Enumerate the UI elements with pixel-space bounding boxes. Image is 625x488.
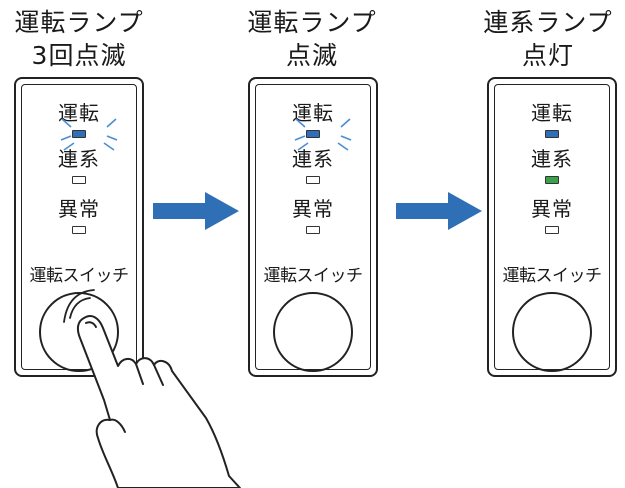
step1-caption-line1: 運転ランプ: [14, 8, 144, 37]
step3-control-panel: 運転 連系 異常 運転スイッチ: [487, 77, 617, 377]
arrow-right-icon: [396, 192, 482, 230]
step2-caption: 運転ランプ 点滅: [232, 6, 392, 72]
step3-lamp-run: [545, 130, 559, 138]
step2-label-grid: 連系: [292, 147, 334, 171]
step2-caption-line1: 運転ランプ: [247, 8, 377, 37]
step1-label-grid: 連系: [58, 147, 100, 171]
step1-lamp-run: [72, 130, 86, 138]
step1-lamp-grid: [72, 176, 86, 184]
step3-label-error: 異常: [531, 197, 573, 221]
step1-panel-inner: 運転 連系 異常 運転スイッチ: [21, 84, 137, 372]
step1-run-switch-button[interactable]: [39, 292, 119, 372]
step3-label-run: 運転: [531, 101, 573, 125]
step2-panel-inner: 運転 連系 異常 運転スイッチ: [255, 84, 371, 372]
step3-run-switch-button[interactable]: [512, 292, 592, 372]
step2-label-run: 運転: [292, 101, 334, 125]
step2-lamp-run: [306, 130, 320, 138]
step3-label-grid: 連系: [531, 147, 573, 171]
step1-lamp-error: [72, 226, 86, 234]
step3-caption-line2: 点灯: [521, 41, 574, 70]
step2-label-error: 異常: [292, 197, 334, 221]
step1-switch-label: 運転スイッチ: [29, 266, 130, 286]
step2-switch-label: 運転スイッチ: [263, 266, 364, 286]
step1-caption: 運転ランプ 3回点滅: [0, 6, 159, 72]
step3-caption: 連系ランプ 点灯: [468, 6, 625, 72]
step3-lamp-error: [545, 226, 559, 234]
step1-label-error: 異常: [58, 197, 100, 221]
step2-control-panel: 運転 連系 異常 運転スイッチ: [248, 77, 378, 377]
arrow-right-icon: [153, 192, 239, 230]
step3-caption-line1: 連系ランプ: [483, 8, 613, 37]
step1-label-run: 運転: [58, 101, 100, 125]
step3-lamp-grid: [545, 176, 559, 184]
step2-caption-line2: 点滅: [285, 41, 338, 70]
step1-caption-line2: 3回点滅: [31, 41, 127, 70]
step1-control-panel: 運転 連系 異常 運転スイッチ: [14, 77, 144, 377]
step2-run-switch-button[interactable]: [273, 292, 353, 372]
step3-panel-inner: 運転 連系 異常 運転スイッチ: [494, 84, 610, 372]
step2-lamp-grid: [306, 176, 320, 184]
step3-switch-label: 運転スイッチ: [502, 266, 603, 286]
step2-lamp-error: [306, 226, 320, 234]
